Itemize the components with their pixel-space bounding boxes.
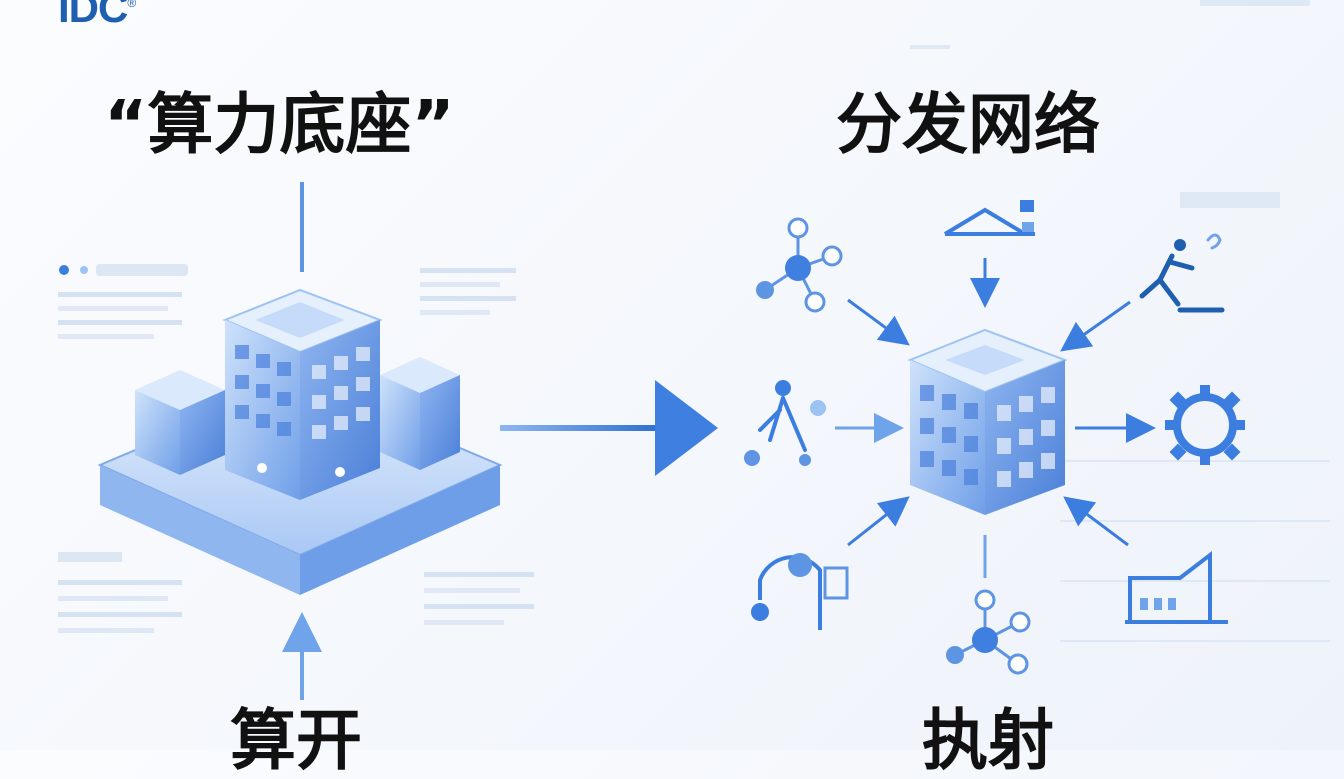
hub-connector-arrows (835, 258, 1156, 578)
idc-logo: IDC® (58, 0, 136, 31)
left-decor-text-blocks (58, 264, 534, 633)
dancer-icon (744, 380, 826, 466)
left-title: “算力底座” (104, 86, 455, 163)
main-flow-arrow (500, 380, 718, 476)
robot-arm-icon (751, 553, 849, 630)
distribution-hub-icon (907, 328, 1068, 515)
server-building-icon (97, 288, 503, 595)
right-title: 分发网络 (836, 86, 1100, 163)
bg-grid-decoration (910, 0, 1330, 642)
molecule-icon-bottom (946, 589, 1031, 675)
molecule-icon (756, 217, 843, 313)
factory-icon (1125, 550, 1228, 624)
diagram-canvas (58, 0, 1330, 700)
runner-icon (1139, 233, 1225, 313)
gear-icon (1165, 385, 1245, 465)
house-router-icon (943, 200, 1035, 236)
